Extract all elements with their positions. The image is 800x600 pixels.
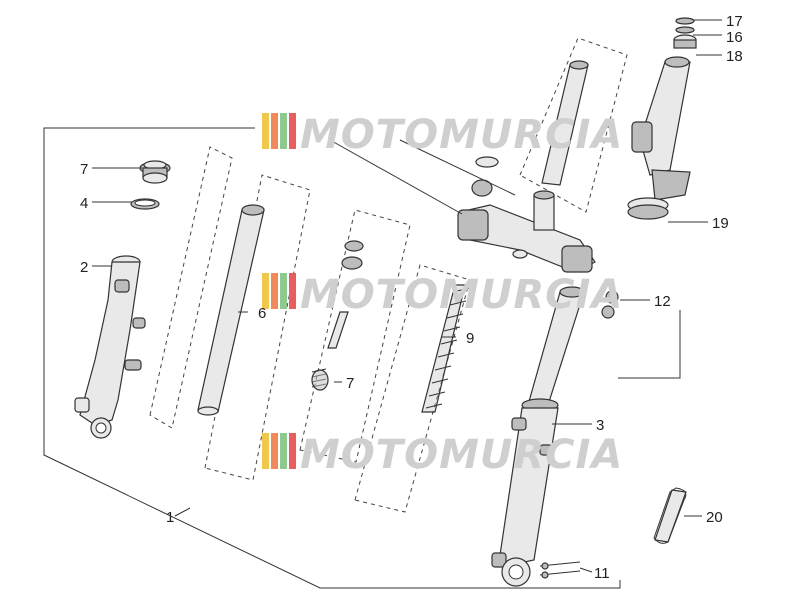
callout-17: 17 bbox=[726, 13, 743, 30]
watermark-text: MOTOMURCIA bbox=[300, 112, 623, 158]
callout-6: 6 bbox=[258, 305, 266, 322]
callout-20: 20 bbox=[706, 509, 723, 526]
right-fork-leg bbox=[491, 286, 585, 587]
dust-seal bbox=[139, 160, 171, 184]
steering-stem bbox=[457, 60, 596, 273]
callout-19: 19 bbox=[712, 215, 729, 232]
callout-4: 4 bbox=[80, 195, 88, 212]
watermark-text: MOTOMURCIA bbox=[300, 272, 623, 318]
callout-16: 16 bbox=[726, 29, 743, 46]
callout-1: 1 bbox=[166, 509, 174, 526]
watermark-middle: MOTOMURCIA bbox=[262, 272, 623, 318]
callout-11: 11 bbox=[594, 565, 610, 582]
assembly-outline bbox=[43, 127, 621, 589]
callout-18: 18 bbox=[726, 48, 743, 65]
small-spring bbox=[311, 368, 329, 391]
clamp-nuts bbox=[601, 290, 619, 319]
group-box-left bbox=[149, 146, 233, 429]
bottom-bolts bbox=[539, 561, 581, 579]
group-box-spring bbox=[354, 264, 471, 513]
leader-lines bbox=[92, 19, 722, 573]
callout-7: 7 bbox=[346, 375, 354, 392]
assembly-outline-right bbox=[618, 310, 681, 379]
callout-5: 7 bbox=[80, 161, 88, 178]
watermark-text: MOTOMURCIA bbox=[300, 432, 623, 478]
stanchion-tube bbox=[197, 204, 265, 416]
callout-9: 9 bbox=[466, 330, 474, 347]
callout-3: 3 bbox=[596, 417, 604, 434]
left-fork-slider bbox=[74, 255, 146, 439]
steering-column bbox=[627, 56, 691, 220]
callout-12: 12 bbox=[654, 293, 671, 310]
retaining-ring bbox=[130, 198, 160, 210]
top-washers bbox=[673, 17, 697, 49]
group-box-stem bbox=[519, 37, 628, 213]
watermark-bottom: MOTOMURCIA bbox=[262, 432, 623, 478]
callout-2: 2 bbox=[80, 259, 88, 276]
watermark-top: MOTOMURCIA bbox=[262, 112, 623, 158]
damper-rod-parts bbox=[327, 240, 364, 349]
retaining-clip bbox=[653, 487, 687, 544]
main-spring bbox=[421, 284, 470, 413]
